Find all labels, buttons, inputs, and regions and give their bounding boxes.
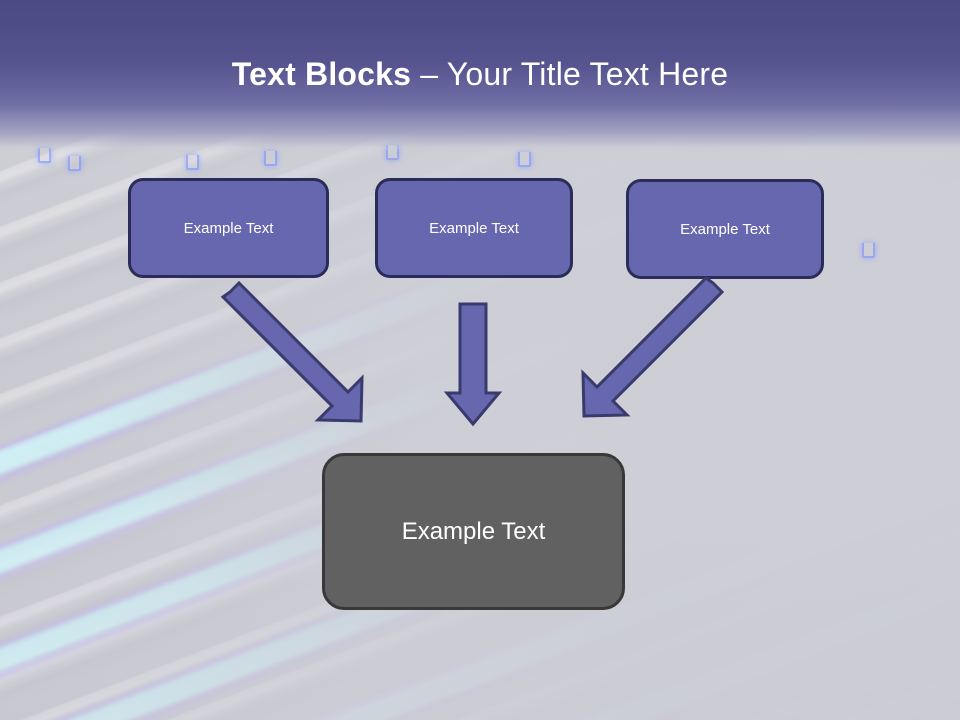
background-glyph-icon-6 (518, 152, 531, 167)
text-block-box-2[interactable]: Example Text (375, 178, 573, 278)
text-block-box-1-label: Example Text (183, 219, 274, 237)
page-title: Text Blocks – Your Title Text Here (0, 52, 960, 96)
title-band (0, 0, 960, 152)
text-block-box-3-label: Example Text (680, 220, 770, 238)
title-regular-part: Your Title Text Here (446, 56, 729, 92)
title-bold-part: Text Blocks (231, 56, 412, 92)
result-block-box[interactable]: Example Text (322, 453, 625, 610)
text-block-box-2-label: Example Text (429, 219, 519, 237)
background-glyph-icon-3 (186, 155, 199, 170)
background-glyph-icon-1 (38, 148, 51, 163)
background-glyph-icon-5 (386, 145, 399, 160)
background-glyph-icon-7 (862, 243, 875, 258)
text-block-box-1[interactable]: Example Text (128, 178, 329, 278)
background-glyph-icon-2 (68, 156, 81, 171)
background-glyph-icon-4 (264, 151, 277, 166)
text-block-box-3[interactable]: Example Text (626, 179, 824, 279)
title-separator: – (411, 56, 447, 92)
result-block-box-label: Example Text (401, 517, 546, 545)
